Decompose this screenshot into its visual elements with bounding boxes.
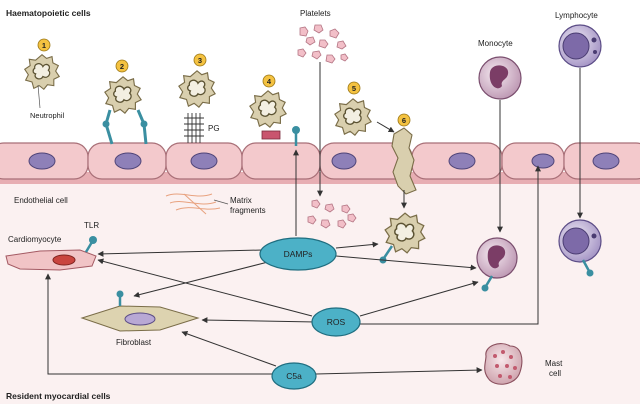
matrix-leader-line [213,199,229,205]
lymphocyte-label: Lymphocyte [555,11,598,20]
step-number-5: 5 [352,84,356,93]
ros-to-cardiomyocyte-arrow [97,258,313,317]
lymphocyte-granule [591,233,597,239]
c5a-to-fibroblast-arrow [181,331,277,367]
tlr-stalk [84,241,94,253]
step-number-3: 3 [198,56,202,65]
pg-label: PG [208,124,220,133]
neutrophil-leader-line [37,84,41,109]
cardiomyocyte-cell-icon [5,249,97,271]
lymphocyte-granule [593,50,597,54]
crawl-arrow [376,121,395,133]
c5a-to-mast-cell-arrow [315,367,483,375]
tlr-label: TLR [84,221,99,230]
adhesion-molecule-icon [102,120,110,128]
c5a-label: C5a [286,371,302,381]
transmigrating-neutrophil-icon [391,127,417,195]
proteoglycan-icon [184,113,204,143]
tlr-receptor-icon [586,269,594,277]
monocyte-label: Monocyte [478,39,513,48]
endothelial-cell [241,142,321,180]
resident-cells-title: Resident myocardial cells [6,391,111,401]
endothelial-nucleus [190,152,218,170]
lymphocyte-nucleus [562,32,590,60]
c5a-to-cardiomyocyte-arrow [45,273,272,375]
step-badge-6 [397,113,411,127]
adhesion-molecule-icon [140,120,148,128]
monocyte-nucleus [489,65,509,89]
damps-label: DAMPs [284,249,313,259]
tlr-stalk [484,275,494,287]
integrin-icon [261,130,281,140]
fibroblast-label: Fibroblast [116,338,152,347]
mediator-arrows [45,149,541,375]
tlr-stalk [382,245,394,259]
matrix-label-line1: Matrix [230,196,252,205]
damps-to-monocyte-arrow [335,255,477,271]
step-number-4: 4 [267,77,272,86]
ros-to-endothelium-arrow [356,165,541,325]
cardiomyocyte-nucleus [52,254,76,266]
step-number-2: 2 [120,62,124,71]
endothelial-nucleus [531,153,555,169]
tlr-receptor-icon [292,126,300,134]
endothelial-nucleus [28,152,56,170]
step-number-6: 6 [402,116,406,125]
myocardial-tissue-region [0,182,640,404]
ros-to-fibroblast-arrow [201,317,317,324]
tlr-stalk [581,259,591,272]
endothelial-nucleus [448,152,476,170]
cardiomyocyte-label: Cardiomyocyte [8,235,62,244]
endothelial-cell-label: Endothelial cell [14,196,68,205]
damps-to-cardiomyocyte-arrow [97,249,263,257]
neutrophil-label: Neutrophil [30,111,65,120]
mast-cell-granules [493,350,517,379]
fibroblast-nucleus [124,312,156,326]
mast-cell-label-line2: cell [549,369,561,378]
endothelial-nucleus [592,152,620,170]
step-number-1: 1 [42,41,46,50]
platelets-label: Platelets [300,9,331,18]
tlr-receptor-icon [116,290,124,298]
damps-to-fibroblast-arrow [133,261,269,298]
endothelial-layer [0,142,640,180]
endothelial-nucleus [114,152,142,170]
platelet-cluster-tissue [307,199,357,229]
damps-node [259,237,337,271]
monocyte-tissue-nucleus [487,245,506,269]
matrix-fragments-icon [165,193,221,215]
tlr-receptor-icon [89,236,97,244]
haematopoietic-title: Haematopoietic cells [6,8,91,18]
ros-node [311,307,361,337]
ros-to-monocyte-arrow [359,280,479,317]
damps-to-neutrophil-arrow [335,241,379,249]
step-badge-4 [262,74,276,88]
tlr-receptor-icon [481,284,489,292]
matrix-label-line2: fragments [230,206,266,215]
step-badge-2 [115,59,129,73]
c5a-node [271,362,317,390]
step-badge-5 [347,81,361,95]
mast-cell-icon [484,343,523,385]
step-badge-1 [37,38,51,52]
step-badge-3 [193,53,207,67]
ros-label: ROS [327,317,346,327]
mast-cell-label-line1: Mast [545,359,563,368]
endothelial-nucleus [331,152,357,170]
lymphocyte-granule [591,37,597,43]
platelet-cluster-blood [297,24,349,64]
lymphocyte-tissue-nucleus [562,227,590,255]
